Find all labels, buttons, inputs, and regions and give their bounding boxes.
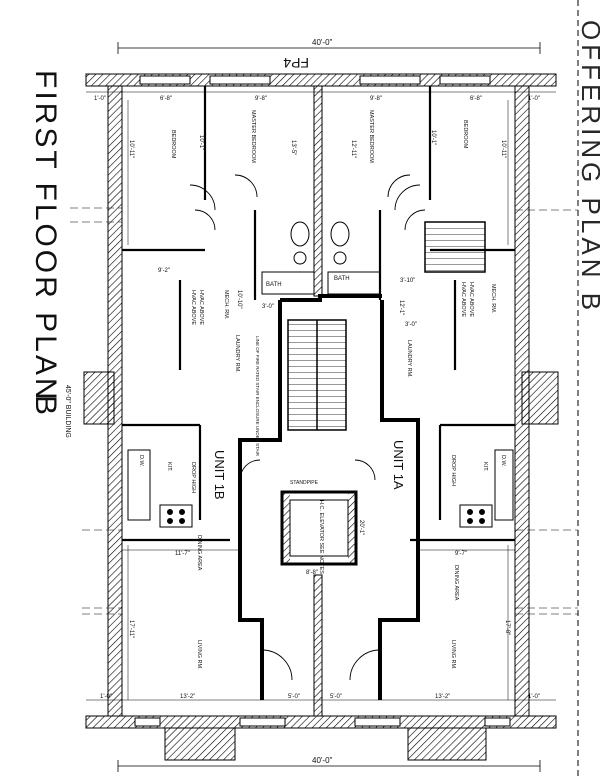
- room-bedroom-left: BEDROOM: [170, 130, 176, 159]
- right-edge-text: OFFERING PLAN B: [576, 20, 600, 314]
- dim-bed-l-h: 10'-11": [128, 140, 134, 158]
- dim-top-bed-r: 6'-8": [470, 96, 482, 102]
- side-title: FIRST FLOOR PLAN B: [29, 70, 62, 415]
- dim-bot-left-edge: 1'-0": [100, 694, 112, 700]
- room-dw-right: D.W.: [500, 455, 506, 467]
- windows-top: [139, 75, 491, 85]
- hvac-right-2: HVAC ABOVE: [468, 282, 474, 317]
- plan-title: FIRST FLOOR PLAN: [29, 70, 62, 403]
- unit-1b-label: UNIT 1B: [212, 450, 227, 500]
- drop-right: DROP HIGH: [450, 455, 456, 486]
- overall-dimension-bottom: 40'-0": [117, 756, 541, 772]
- room-bath-right: BATH: [334, 276, 350, 282]
- dim-bot-hall-l: 5'-0": [288, 694, 300, 700]
- dim-mech-l: 9'-2": [158, 268, 170, 274]
- room-kitchen-left: KIT.: [166, 462, 172, 472]
- drop-left: DROP HIGH: [190, 462, 196, 493]
- windows-bottom: [134, 717, 511, 727]
- elevator-label: H.C. ELEVATOR SEE NOTES: [318, 500, 324, 574]
- dim-top-bed-l: 6'-8": [160, 96, 172, 102]
- room-mech-right: MECH. RM.: [490, 284, 496, 314]
- overall-dimension-top: 40'-0": [117, 38, 541, 54]
- room-laundry-left: LAUNDRY RM.: [234, 335, 240, 373]
- room-mech-left: MECH. RM.: [223, 290, 229, 320]
- dim-bot-living-r: 13'-2": [435, 694, 450, 700]
- overall-dim-bottom: 40'-0": [312, 756, 333, 765]
- room-bath-left: BATH: [266, 282, 282, 288]
- elevator-shaft: [280, 490, 358, 566]
- dimension-texts: 1'-0" 1'-0" 6'-8" 9'-8" 9'-8" 6'-8" 10'-…: [94, 96, 540, 700]
- dim-master-r-h: 12'-11": [350, 140, 356, 158]
- dim-mid-r: 3'-0": [405, 322, 417, 328]
- building-note: 45'-0" BUILDING: [64, 385, 71, 438]
- dim-corridor: 20'-1": [358, 520, 364, 535]
- dimension-lines: [86, 91, 556, 701]
- room-dining-right: DINING AREA: [453, 565, 459, 601]
- overall-dim-top: 40'-0": [312, 38, 333, 47]
- interior-partitions: [122, 86, 515, 542]
- dim-closet-r: 12'-1": [398, 300, 404, 315]
- dim-mech-r: 3'-10": [400, 278, 415, 284]
- room-laundry-right: LAUNDRY RM.: [406, 340, 412, 378]
- kitchen-fixtures: [127, 449, 514, 528]
- exterior-walls: [83, 73, 559, 761]
- edge-caption: OFFERING PLAN B: [576, 20, 600, 314]
- room-bedroom-right: BEDROOM: [462, 120, 468, 149]
- sheet-code: FP4: [283, 55, 309, 71]
- room-labels: BEDROOM MASTER BEDROOM MASTER BEDROOM BE…: [138, 110, 506, 670]
- room-master-right: MASTER BEDROOM: [368, 110, 374, 163]
- room-dining-left: DINING AREA: [196, 535, 202, 571]
- dim-unit-a-w: 9'-7": [455, 551, 467, 557]
- plan-letter: B: [29, 395, 62, 415]
- dim-living-l-h: 17'-11": [128, 620, 134, 638]
- room-living-right: LIVING RM.: [450, 640, 456, 670]
- dim-bot-hall-r: 5'-0": [330, 694, 342, 700]
- door-swings: [189, 174, 426, 681]
- dim-unit-b-w: 11'-7": [175, 551, 190, 557]
- unit-1a-label: UNIT 1A: [391, 440, 406, 490]
- dim-mid-l: 3'-0": [262, 304, 274, 310]
- standpipe-label: STANDPIPE: [290, 480, 319, 486]
- dim-bot-living-l: 13'-2": [180, 694, 195, 700]
- dashed-lines: [70, 207, 578, 615]
- dim-bot-right-edge: 1'-0": [528, 694, 540, 700]
- hvac-left-2: HVAC ABOVE: [198, 290, 204, 325]
- hvac-left-1: HVAC ABOVE: [190, 290, 196, 325]
- dim-master-l-h: 13'-5": [290, 140, 296, 155]
- corridor-walls: [238, 294, 420, 700]
- stair: [287, 221, 486, 431]
- hvac-right-1: HVAC ABOVE: [460, 282, 466, 317]
- dim-living-r-h: 17'-8": [504, 620, 510, 635]
- dim-bed-l-w: 10'-1": [198, 135, 204, 150]
- room-kitchen-right: KIT.: [482, 462, 488, 472]
- dim-top-right-edge: 1'-0": [528, 96, 540, 102]
- dim-top-left-edge: 1'-0": [94, 96, 106, 102]
- room-dw-left: D.W.: [138, 455, 144, 467]
- dim-elev-w: 8'-8": [306, 570, 318, 576]
- dim-bed-r-h: 10'-11": [500, 140, 506, 158]
- dim-bed-r-w: 10'-1": [430, 130, 436, 145]
- bath-fixtures: [261, 221, 381, 295]
- stair-note: LINE OF FIRE RATED STAIR ENCLOSURE UNDER…: [255, 336, 260, 457]
- room-master-left: MASTER BEDROOM: [250, 110, 256, 163]
- dim-top-master-r: 9'-8": [370, 96, 382, 102]
- dim-closet-l: 10'-10": [236, 290, 242, 309]
- room-living-left: LIVING RM.: [196, 640, 202, 670]
- dim-top-master-l: 9'-8": [255, 96, 267, 102]
